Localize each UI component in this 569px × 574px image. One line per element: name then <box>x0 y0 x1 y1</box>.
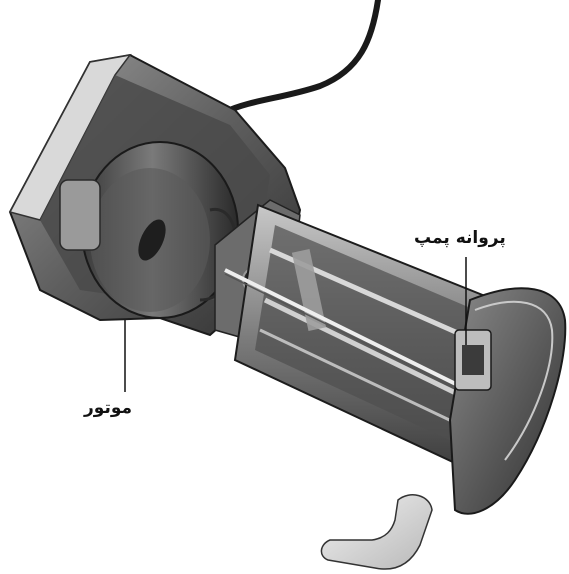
motor-label: موتور <box>84 398 133 418</box>
motor-body <box>59 141 239 319</box>
housing-rim <box>8 53 132 221</box>
power-cable <box>222 0 381 115</box>
pump-end-disc <box>448 287 567 515</box>
impeller <box>454 329 492 391</box>
outlet-handle <box>320 494 433 570</box>
pump-shaft <box>224 268 479 397</box>
impeller-label: پروانه پمپ <box>414 228 506 248</box>
